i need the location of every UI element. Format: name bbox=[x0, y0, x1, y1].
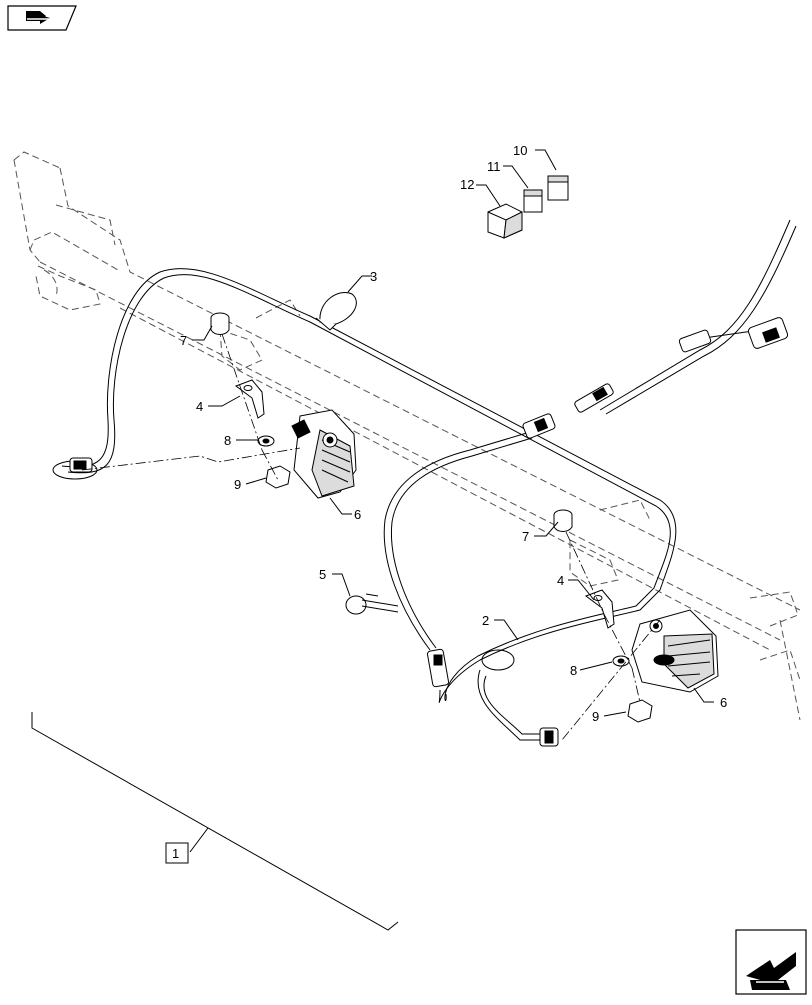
callout-12: 12 bbox=[460, 177, 474, 192]
callout-6-left: 6 bbox=[354, 507, 361, 522]
harness-connector-center bbox=[522, 413, 556, 439]
callout-8-right: 8 bbox=[570, 663, 577, 678]
callout-7-left: 7 bbox=[180, 333, 187, 348]
nut-left bbox=[265, 465, 291, 489]
washer-left bbox=[257, 435, 275, 447]
callout-11: 11 bbox=[487, 159, 501, 174]
leader-lines bbox=[192, 149, 714, 717]
nut-right bbox=[627, 699, 653, 723]
wiring-harness bbox=[61, 219, 797, 741]
harness-connector-right-1 bbox=[574, 383, 614, 413]
label-decal-11 bbox=[523, 189, 543, 213]
callout-10: 10 bbox=[513, 143, 527, 158]
grommet bbox=[481, 649, 515, 671]
callout-6-right: 6 bbox=[720, 695, 727, 710]
callout-1-box bbox=[165, 842, 189, 864]
next-page-arrow-icon[interactable] bbox=[735, 929, 807, 995]
callout-7-right: 7 bbox=[522, 529, 529, 544]
assembly-lines bbox=[81, 333, 661, 741]
washer-right bbox=[612, 655, 630, 667]
callout-9-right: 9 bbox=[592, 709, 599, 724]
callout-2: 2 bbox=[482, 613, 489, 628]
callout-4-right: 4 bbox=[557, 573, 564, 588]
label-decal-12 bbox=[487, 203, 523, 239]
work-light-right bbox=[631, 609, 719, 693]
harness-connector-lower bbox=[426, 648, 559, 747]
assembly-reference bbox=[31, 712, 399, 931]
label-decal-10 bbox=[547, 175, 569, 201]
work-light-left bbox=[291, 409, 357, 499]
view-arrow-icon[interactable] bbox=[7, 5, 77, 31]
callout-9-left: 9 bbox=[234, 477, 241, 492]
cable-clip bbox=[315, 292, 357, 331]
callout-5: 5 bbox=[319, 567, 326, 582]
callout-3: 3 bbox=[370, 269, 377, 284]
bolt-right bbox=[553, 509, 573, 532]
callout-4-left: 4 bbox=[196, 399, 203, 414]
callout-numbers: 10 11 12 3 7 4 8 9 6 7 5 4 2 8 6 9 bbox=[180, 143, 727, 724]
bracket-left bbox=[234, 379, 265, 419]
callout-1: 1 bbox=[172, 846, 179, 861]
callout-8-left: 8 bbox=[224, 433, 231, 448]
harness-connector-left bbox=[52, 457, 98, 480]
harness-connector-right-2 bbox=[678, 317, 789, 353]
cable-tie bbox=[345, 593, 399, 615]
bolt-left bbox=[210, 312, 230, 335]
phantom-frame-beam bbox=[13, 151, 801, 721]
